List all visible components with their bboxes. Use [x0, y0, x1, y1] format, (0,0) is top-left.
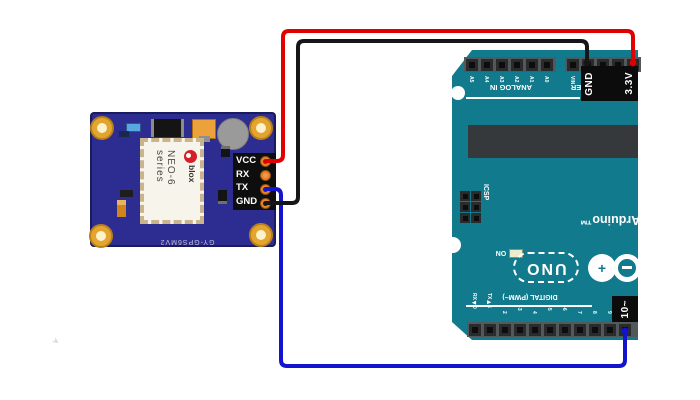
silk-line	[466, 305, 592, 307]
pin-label-gnd: GND	[236, 196, 258, 208]
gps-pin-tx	[260, 184, 271, 195]
pin-socket	[484, 323, 496, 336]
3v3-overlay-label: 3.3V	[624, 72, 635, 95]
icsp-socket	[471, 202, 481, 212]
pin-label: 4	[531, 311, 537, 314]
analog-in-caption: ANALOG IN	[489, 83, 533, 92]
pin-label: 8	[591, 311, 597, 314]
smd-component	[221, 146, 230, 157]
pin10-overlay-label: 10~	[619, 299, 631, 319]
pin-label-tx: TX	[236, 182, 249, 194]
pin-label: TX▶1	[486, 293, 492, 309]
pin-socket	[604, 323, 616, 336]
digital-caption: DIGITAL (PWM~)	[502, 293, 558, 300]
icsp-socket	[471, 191, 481, 201]
mounting-hole	[452, 237, 461, 253]
smd-resistor	[117, 200, 126, 217]
mounting-hole	[249, 116, 273, 140]
mounting-hole	[90, 116, 114, 140]
gnd-overlay-label: GND	[584, 71, 595, 96]
ublox-logo-icon	[184, 150, 197, 163]
pin-label: VIN	[569, 76, 575, 85]
pin-socket	[496, 58, 508, 71]
ic-chip	[151, 119, 184, 137]
gps-pin-gnd	[260, 198, 271, 209]
gps-silkscreen-label: GY-GPS6MV2	[159, 238, 215, 245]
pin-socket	[529, 323, 541, 336]
smd-component	[119, 131, 129, 137]
pin-label: A5	[468, 76, 474, 83]
pin-label: RX◀0	[471, 293, 477, 309]
pin10-overlay: 10~	[612, 296, 638, 322]
icsp-socket	[460, 213, 470, 223]
stray-mark: ➤	[50, 334, 63, 348]
pin-socket	[469, 323, 481, 336]
power-pins-overlay: GND 3.3V	[581, 66, 638, 101]
icsp-socket	[460, 202, 470, 212]
arduino-infinity-icon	[613, 254, 638, 282]
pin-socket	[499, 323, 511, 336]
silk-line	[466, 97, 556, 99]
pin-socket	[481, 58, 493, 71]
pin-label-vcc: VCC	[236, 154, 257, 166]
pin-socket	[559, 323, 571, 336]
smd-component	[120, 190, 133, 197]
gps-pin-vcc	[260, 156, 271, 167]
silk-line	[556, 97, 580, 99]
arduino-brand-label: Arduino™	[579, 213, 638, 227]
mounting-hole	[249, 223, 273, 247]
pin-label: A0	[543, 76, 549, 83]
chip-brand-label: blox	[187, 165, 197, 183]
pin-label: A2	[513, 76, 519, 83]
pin-label: ~6	[561, 305, 567, 311]
pin-socket	[567, 58, 579, 71]
uno-label: UNO	[525, 259, 567, 277]
icsp-label: ICSP	[482, 184, 489, 201]
smd-capacitor	[126, 123, 141, 132]
pin-label: ~3	[516, 305, 522, 311]
pin-socket	[541, 58, 553, 71]
inductor-pad	[199, 136, 210, 142]
pin-socket	[526, 58, 538, 71]
arduino-infinity-icon: +	[588, 254, 616, 282]
on-label: ON	[495, 249, 507, 256]
chip-series-label: NEO-6 series	[154, 150, 176, 186]
pin-label: 2	[501, 311, 507, 314]
gps-pin-rx	[260, 170, 271, 181]
header-socket-bar	[468, 125, 638, 158]
antenna-connector-circle	[217, 118, 249, 150]
smd-component	[218, 190, 227, 204]
pin-label: A3	[498, 76, 504, 83]
pin-socket	[514, 323, 526, 336]
pin-label: ~5	[546, 305, 552, 311]
pin-socket	[544, 323, 556, 336]
icsp-socket	[471, 213, 481, 223]
pin-socket	[574, 323, 586, 336]
mounting-hole	[89, 224, 113, 248]
neo6-chip: NEO-6 series blox	[140, 138, 204, 224]
pin-socket	[589, 323, 601, 336]
icsp-socket	[460, 191, 470, 201]
uno-logo-badge: UNO	[513, 252, 579, 283]
pin-label-rx: RX	[236, 168, 250, 180]
pin-socket	[466, 58, 478, 71]
pin-socket	[511, 58, 523, 71]
pin-label: A1	[528, 76, 534, 83]
pin-socket	[619, 323, 631, 336]
pin-label: A4	[483, 76, 489, 83]
pin-label: 7	[576, 311, 582, 314]
